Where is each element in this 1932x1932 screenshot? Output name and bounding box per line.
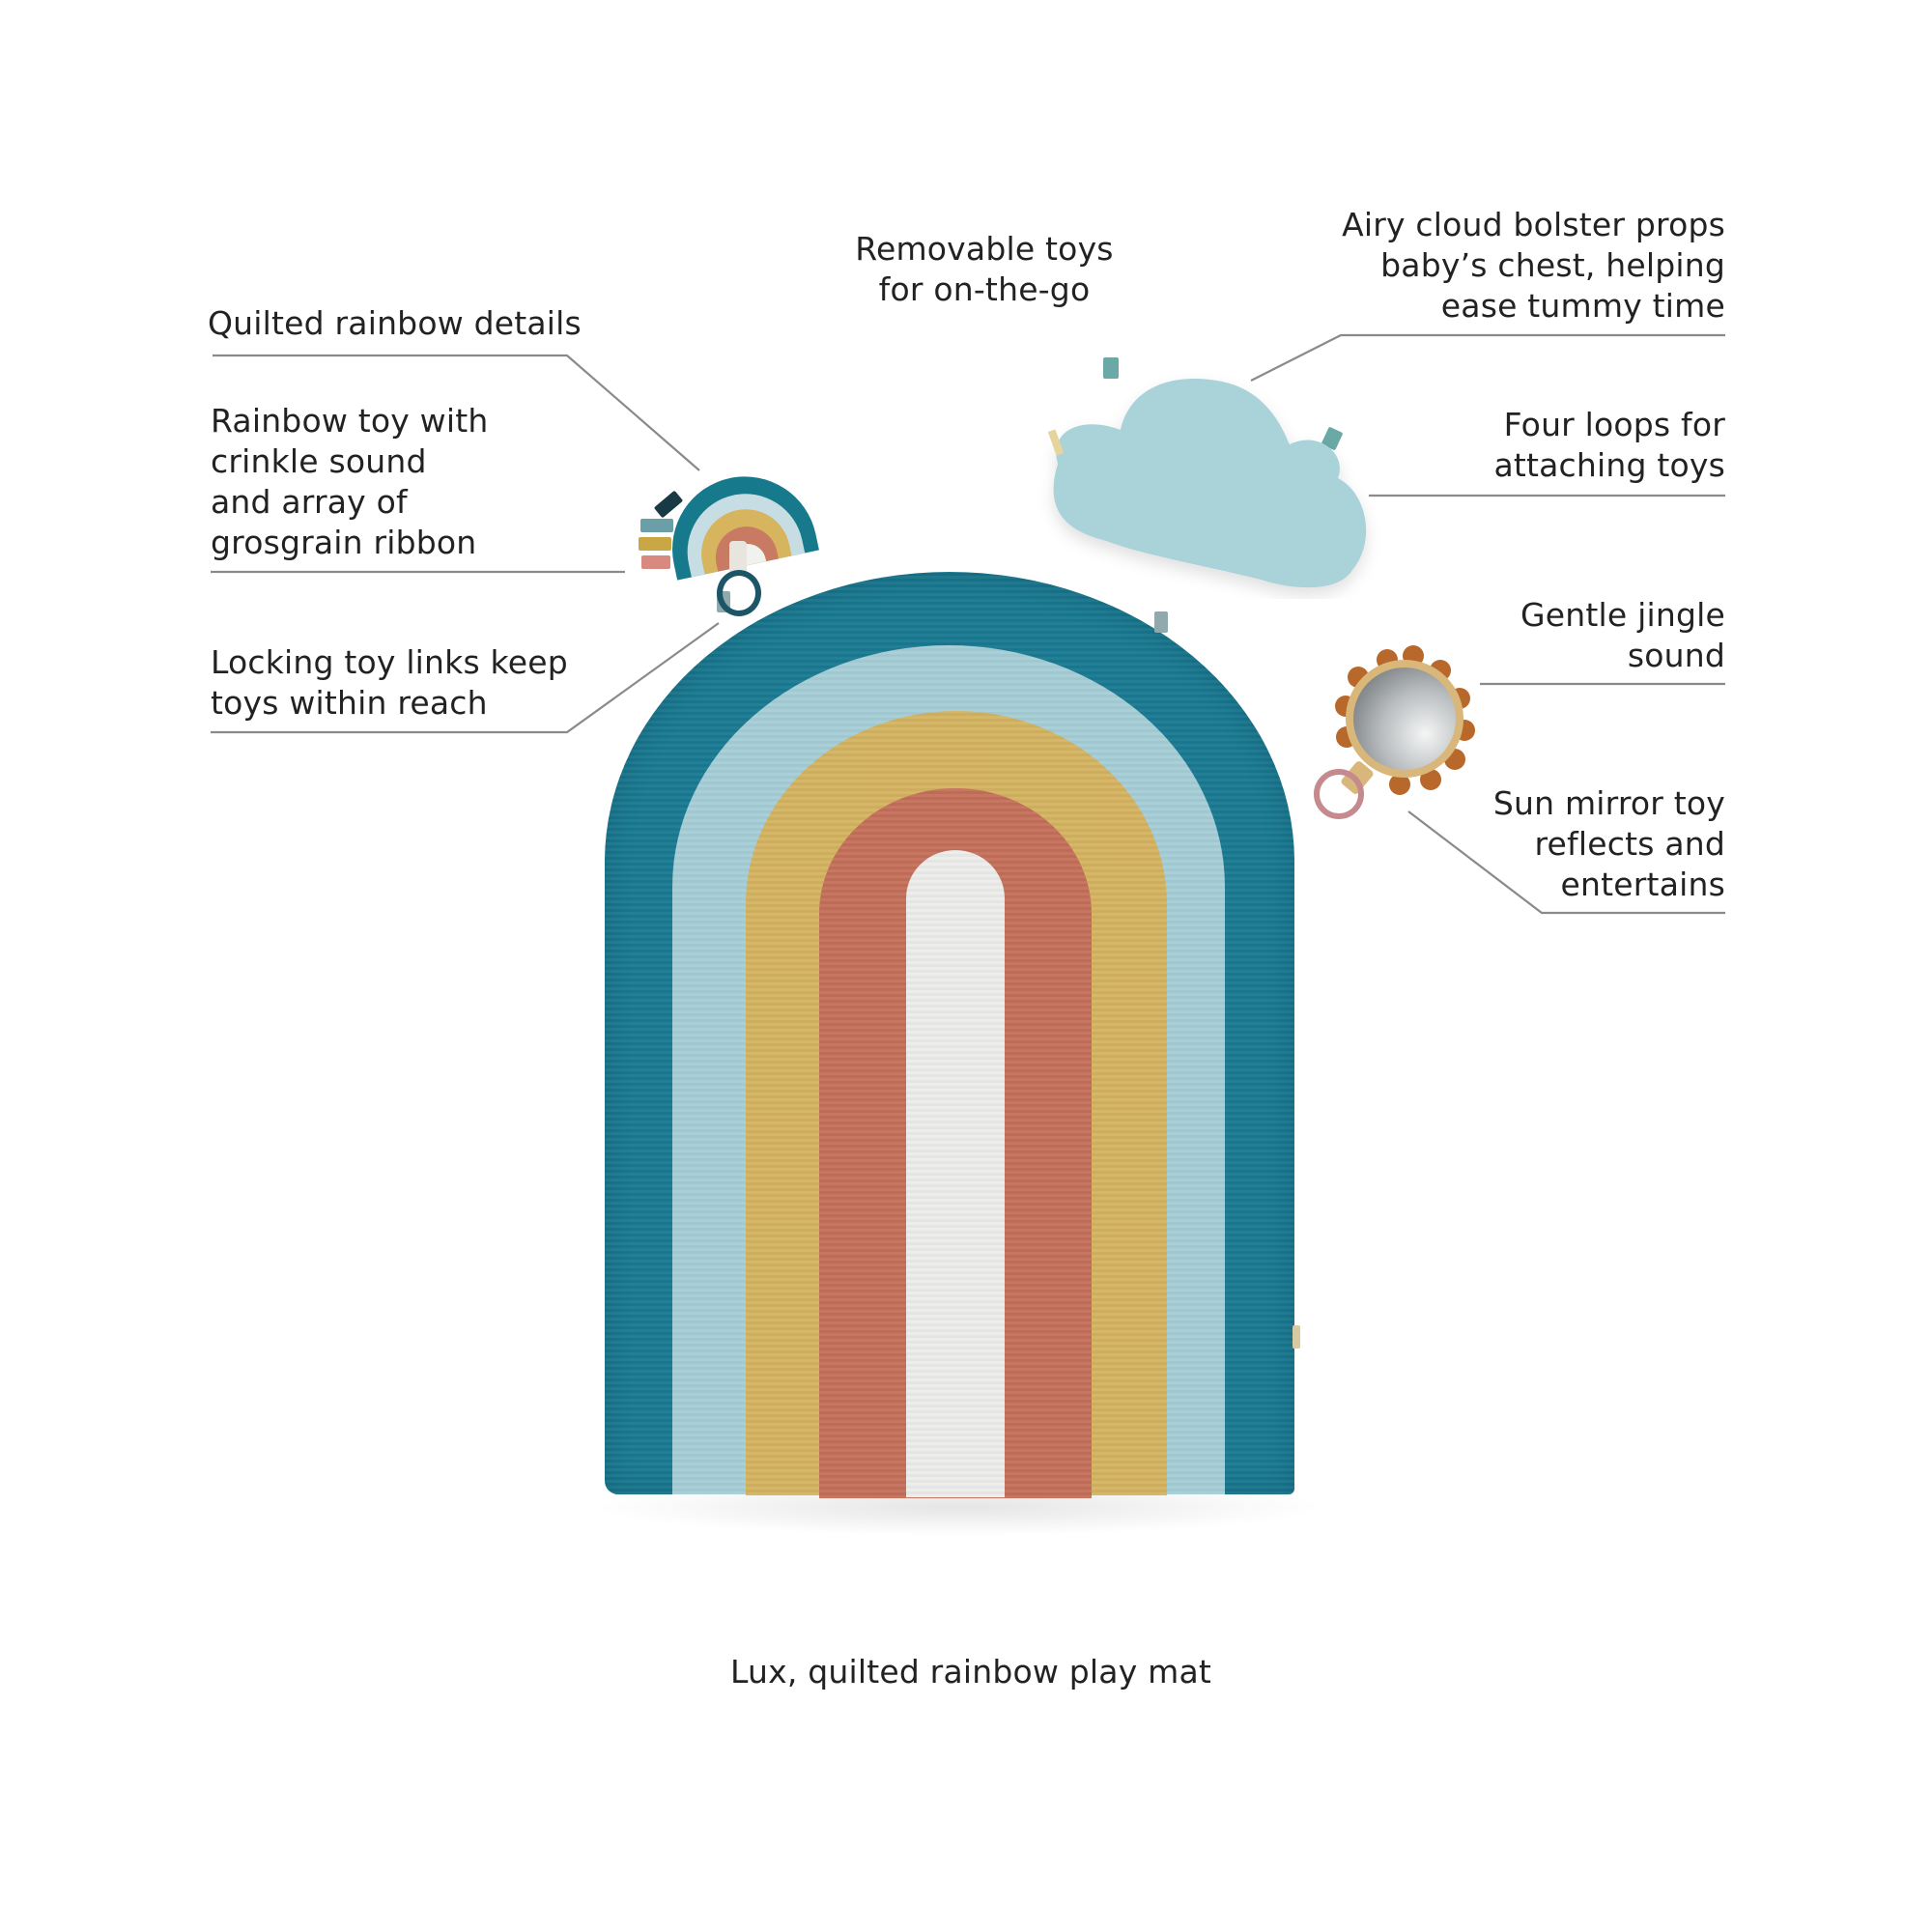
toy-link-ring-teal	[717, 570, 761, 616]
callout-jingle: Gentle jingle sound	[1520, 596, 1725, 674]
mat-band-cream	[906, 850, 1005, 1497]
ribbon-pink	[641, 555, 670, 569]
mat-brand-tag	[1293, 1325, 1300, 1349]
ribbon-blue	[640, 519, 673, 532]
callout-sun-mirror: Sun mirror toy reflects and entertains	[1492, 784, 1725, 903]
callout-quilted-rainbow: Quilted rainbow details	[208, 304, 582, 342]
mat-loop-right	[1154, 611, 1168, 633]
callout-locking-links: Locking toy links keep toys within reach	[211, 643, 568, 722]
callout-rainbow-toy: Rainbow toy with crinkle sound and array…	[211, 402, 489, 561]
callout-removable-toys: Removable toys for on-the-go	[855, 230, 1114, 308]
cloud-bolster-image	[1047, 357, 1367, 588]
callout-four-loops: Four loops for attaching toys	[1493, 406, 1725, 484]
mirror-frame	[1346, 660, 1463, 778]
toy-clip	[729, 541, 747, 574]
ribbon-gold	[639, 537, 671, 551]
toy-link-ring-pink	[1314, 769, 1364, 819]
caption: Lux, quilted rainbow play mat	[729, 1653, 1212, 1690]
callout-cloud-bolster: Airy cloud bolster props baby’s chest, h…	[1342, 206, 1725, 325]
